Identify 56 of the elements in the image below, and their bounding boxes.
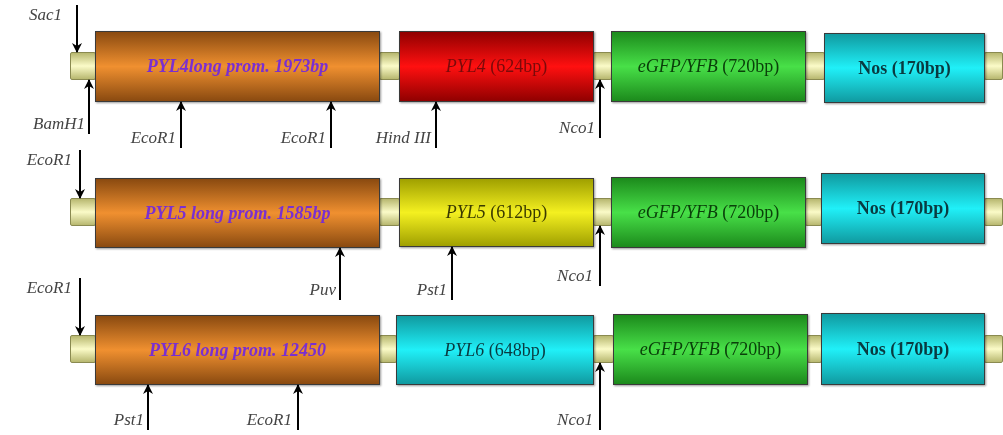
promoter-segment <box>95 31 380 102</box>
restriction-site-arrow <box>75 149 85 199</box>
segment-label: PYL5 (612bp) <box>445 202 548 223</box>
restriction-site-label: EcoR1 <box>130 128 176 148</box>
reporter-segment <box>611 177 806 248</box>
segment-label: eGFP/YFB (720bp) <box>637 56 780 77</box>
restriction-site-label: Nco1 <box>559 118 595 138</box>
restriction-site-label: Pst1 <box>113 410 144 430</box>
restriction-site-arrow <box>335 247 345 301</box>
terminator-segment <box>821 313 985 385</box>
linker-segment <box>805 52 825 80</box>
restriction-site-arrow <box>293 384 303 431</box>
restriction-site-label: Pst1 <box>416 280 447 300</box>
segment-label: PYL5 long prom. 1585bp <box>144 202 331 224</box>
restriction-site-arrow <box>84 79 94 135</box>
linker-segment <box>70 198 96 226</box>
segment-label: PYL6 long prom. 12450 <box>149 339 326 361</box>
linker-segment <box>70 52 96 80</box>
restriction-site-arrow <box>326 101 336 149</box>
gene-segment <box>399 31 594 102</box>
restriction-site-arrow <box>595 362 605 431</box>
reporter-segment <box>611 31 806 102</box>
segment-label: PYL6 (648bp) <box>444 339 546 361</box>
restriction-site-label: BamH1 <box>33 114 85 134</box>
segment-label: Nos (170bp) <box>858 57 951 79</box>
gene-segment <box>399 178 594 247</box>
segment-label: Nos (170bp) <box>856 198 950 219</box>
restriction-site-label: EcoR1 <box>246 410 292 430</box>
restriction-site-arrow <box>143 384 153 431</box>
restriction-site-arrow <box>447 246 457 301</box>
restriction-site-arrow <box>595 225 605 287</box>
restriction-site-arrow <box>595 79 605 139</box>
terminator-segment <box>824 33 985 103</box>
restriction-site-label: Nco1 <box>557 266 593 286</box>
reporter-segment <box>613 314 808 385</box>
restriction-site-label: Hind III <box>375 128 431 148</box>
segment-label: eGFP/YFB (720bp) <box>637 202 780 223</box>
segment-label: eGFP/YFB (720bp) <box>639 339 782 360</box>
restriction-site-label: EcoR1 <box>26 278 72 298</box>
restriction-site-arrow <box>431 101 441 149</box>
segment-label: PYL4 (624bp) <box>445 56 548 77</box>
segment-label: PYL4long prom. 1973bp <box>146 56 329 77</box>
restriction-site-arrow <box>72 4 82 53</box>
restriction-site-arrow <box>75 277 85 336</box>
promoter-segment <box>95 315 380 385</box>
restriction-site-arrow <box>176 101 186 149</box>
restriction-site-label: EcoR1 <box>26 150 72 170</box>
restriction-site-label: Nco1 <box>557 410 593 430</box>
linker-segment <box>70 335 96 363</box>
promoter-segment <box>95 178 380 248</box>
restriction-site-label: Puv <box>309 280 336 300</box>
restriction-site-label: Sac1 <box>28 5 62 25</box>
restriction-site-label: EcoR1 <box>280 128 326 148</box>
gene-segment <box>396 315 594 385</box>
segment-label: Nos (170bp) <box>856 338 950 360</box>
terminator-segment <box>821 173 985 244</box>
